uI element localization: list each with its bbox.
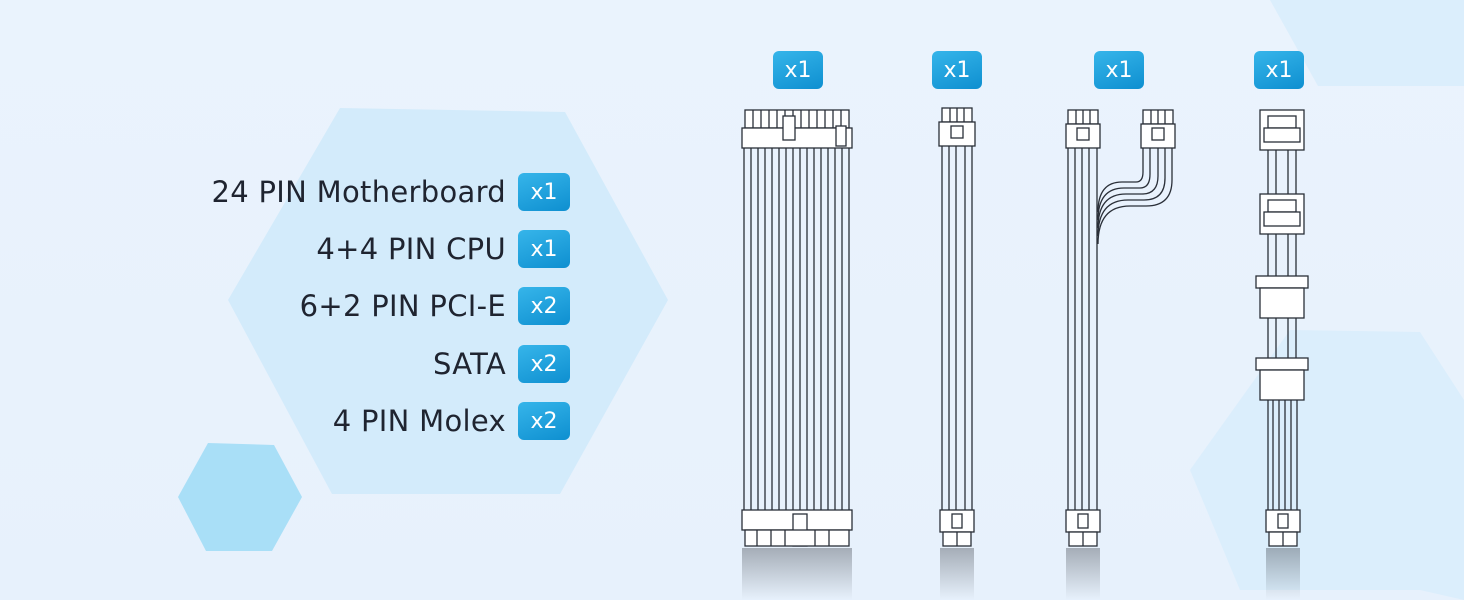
small-hexagon — [178, 443, 302, 551]
cpu-8pin-cable-icon — [938, 107, 976, 600]
list-item: 24 PIN Motherboard x1 — [211, 173, 570, 211]
cable-name: 6+2 PIN PCI-E — [299, 289, 506, 323]
cable-quantity-badge: x1 — [932, 51, 982, 89]
cable-name: 24 PIN Motherboard — [211, 175, 506, 209]
quantity-badge: x1 — [518, 173, 570, 211]
list-item: 4+4 PIN CPU x1 — [316, 230, 570, 268]
molex-sata-cable-icon — [1255, 109, 1309, 600]
24-pin-cable-icon — [741, 109, 853, 600]
pcie-split-cable-icon — [1065, 109, 1176, 600]
quantity-badge: x1 — [518, 230, 570, 268]
list-item: SATA x2 — [433, 345, 570, 383]
cable-quantity-badge: x1 — [773, 51, 823, 89]
quantity-badge: x2 — [518, 402, 570, 440]
cable-name: 4+4 PIN CPU — [316, 232, 506, 266]
top-right-hexagon — [1270, 0, 1464, 86]
cable-name: SATA — [432, 347, 506, 381]
bottom-right-hexagon — [1190, 330, 1464, 600]
list-item: 4 PIN Molex x2 — [333, 402, 570, 440]
quantity-badge: x2 — [518, 287, 570, 325]
cable-name: 4 PIN Molex — [332, 404, 506, 438]
quantity-badge: x2 — [518, 345, 570, 383]
cable-quantity-badge: x1 — [1094, 51, 1144, 89]
list-item: 6+2 PIN PCI-E x2 — [300, 287, 570, 325]
cable-quantity-badge: x1 — [1254, 51, 1304, 89]
